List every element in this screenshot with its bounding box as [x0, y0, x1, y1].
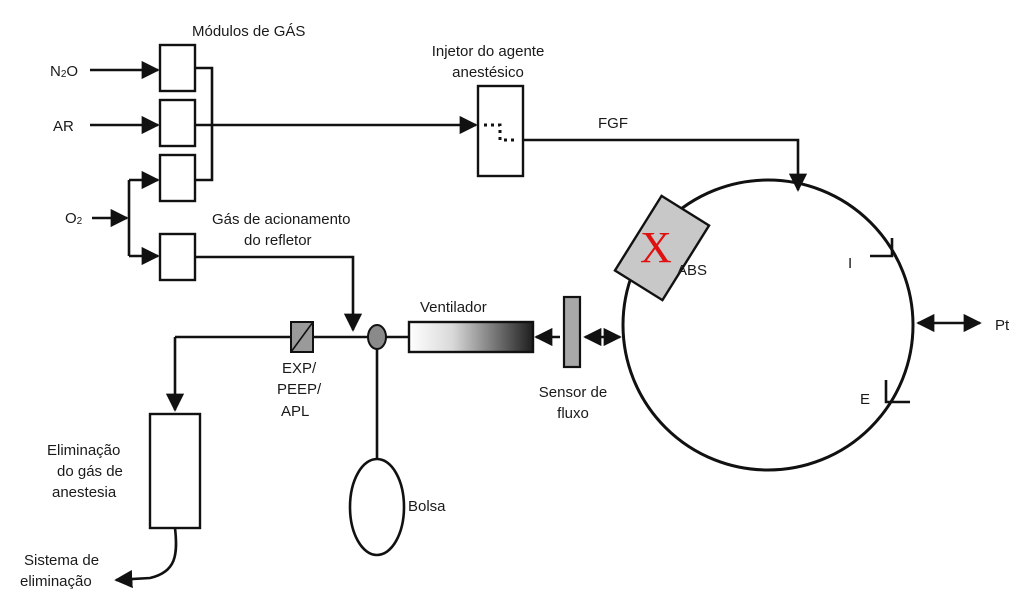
inspiratory-valve	[870, 238, 894, 258]
bag-junction	[367, 324, 387, 350]
n2o-label: N2O	[50, 63, 78, 80]
bag-label: Bolsa	[408, 498, 446, 515]
breathing-circuit	[621, 178, 915, 472]
exp-label-2: PEEP/	[277, 381, 322, 398]
n2o-module	[158, 43, 197, 93]
injector-internal-path	[484, 123, 518, 142]
o2-label: O2	[65, 210, 83, 227]
ventilator-label: Ventilador	[420, 299, 487, 316]
ventilator	[407, 320, 535, 354]
gas-elimination-box	[148, 412, 202, 530]
valve-slash	[290, 321, 314, 353]
inspiratory-label: I	[848, 255, 852, 272]
drive-gas-module	[158, 232, 197, 282]
expiratory-valve	[884, 380, 910, 404]
fgf-line	[523, 138, 808, 192]
injector-label-2: anestésico	[452, 64, 524, 81]
elim-label-2: do gás de	[57, 463, 123, 480]
patient-label: Pt	[995, 317, 1010, 334]
drive-gas-label-1: Gás de acionamento	[212, 211, 350, 228]
fgf-label: FGF	[598, 115, 628, 132]
reservoir-bag	[348, 457, 406, 557]
flow-sensor	[562, 295, 582, 369]
x-mark: X	[640, 223, 672, 272]
flow-sensor-label-2: fluxo	[557, 405, 589, 422]
injector-label-1: Injetor do agente	[432, 43, 545, 60]
flow-sensor-label-1: Sensor de	[539, 384, 607, 401]
elim-label-3: anestesia	[52, 484, 117, 501]
exp-label-3: APL	[281, 403, 309, 420]
scav-label-1: Sistema de	[24, 552, 99, 569]
abs-label: ABS	[677, 262, 707, 279]
drive-gas-label-2: do refletor	[244, 232, 312, 249]
exp-label-1: EXP/	[282, 360, 317, 377]
ar-label: AR	[53, 118, 74, 135]
drive-gas-line	[195, 255, 363, 332]
o2-module	[158, 153, 197, 203]
scavenging-outlet	[114, 527, 178, 589]
air-module	[158, 98, 197, 148]
elim-label-1: Eliminação	[47, 442, 120, 459]
scav-label-2: eliminação	[20, 573, 92, 590]
expiratory-label: E	[860, 391, 870, 408]
absorber	[613, 194, 711, 302]
gas-modules-label: Módulos de GÁS	[192, 23, 305, 40]
